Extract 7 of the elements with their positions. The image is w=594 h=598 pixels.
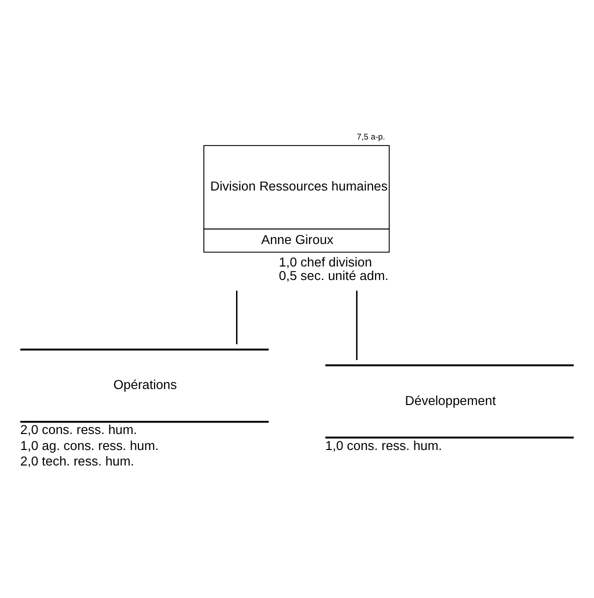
connector [236,290,238,344]
node-text: Opérations 2,0 cons. ress. hum. 1,0 ag. cons. ress. hum. 2,0 tech. ress. hum. [20,377,177,469]
node-text: Développement 1,0 cons. ress. hum. [325,392,496,453]
node-label: 0,5 sec. unité adm. [278,268,388,284]
node-label: 1,0 chef division [278,254,372,270]
node-label: 7,5 a-p. [356,131,386,142]
connector [356,290,358,360]
